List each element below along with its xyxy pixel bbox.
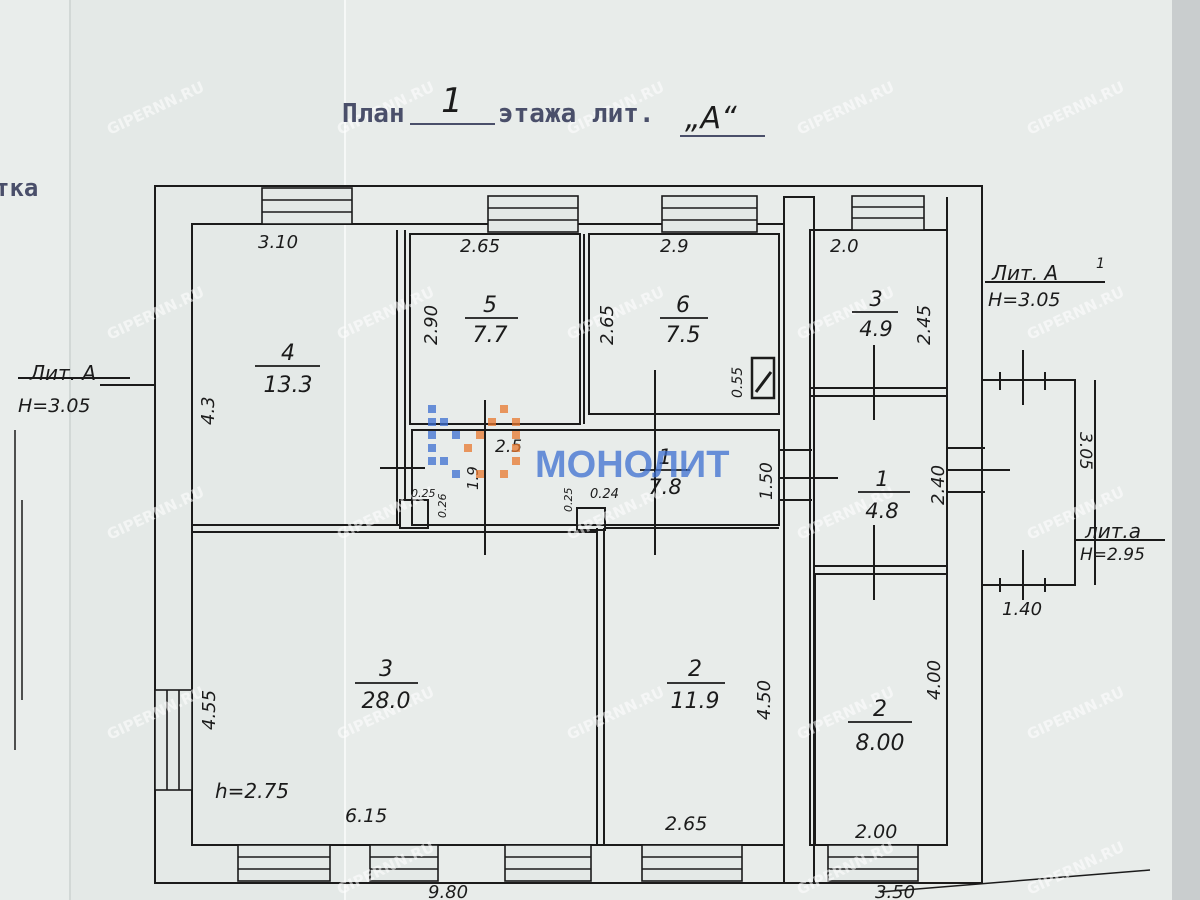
title-word-floor: этажа лит. [498,99,655,129]
title-floor-number: 1 [441,81,463,121]
dimension: 3.50 [875,882,915,900]
dimension: 2.9 [660,236,689,257]
room-1-corridor-label: 1 7.8 [640,445,690,499]
room-number: 2 [688,657,702,682]
dimension: 0.55 [730,367,746,398]
title-word-plan: План [342,99,405,129]
dimension: 0.24 [590,487,619,502]
dimension: 2.65 [460,236,500,257]
room-number: 3 [379,657,393,682]
title-liter: „A“ [685,101,737,136]
dimension: 2.00 [855,821,897,843]
paper-right-sheet [345,0,1175,900]
dimension: 6.15 [345,805,387,827]
logo-grid-icon [428,405,520,478]
room-area: 13.3 [264,373,313,398]
room-area: 7.8 [648,475,681,499]
room-area: 7.7 [473,323,508,348]
room-number: 2 [873,697,887,722]
side-stamp-fragment: тка [0,174,38,202]
dimension: 2.45 [914,305,935,345]
window-left [154,689,193,791]
window-top-3 [661,195,758,233]
window-top-4 [851,195,925,231]
dimension: 2.65 [665,813,707,835]
room-number: 5 [483,293,497,318]
interior-walls [14,230,1165,893]
room-6-label: 6 7.5 [660,293,708,348]
windows [154,187,925,882]
dimension: 3.10 [258,232,298,253]
dimension: 4.00 [924,660,945,700]
lit-a-small-height: H=2.95 [1080,545,1145,565]
room-5-label: 5 7.7 [465,293,518,348]
lit-a1: Лит. A [991,261,1058,285]
liter-labels: Лит. A H=3.05 Лит. A 1 H=3.05 лит.a H=2.… [18,256,1145,565]
room-area: 4.8 [865,499,898,523]
window-bottom-2 [369,844,439,882]
room-number: 1 [875,467,888,491]
room-3-large-label: 3 28.0 [355,657,418,714]
room-number: 4 [281,341,295,366]
room-2-mid-label: 2 11.9 [667,657,725,714]
window-bottom-1 [237,844,331,882]
lit-a-small: лит.a [1084,519,1141,543]
dimension: 4.55 [199,690,220,730]
room-number: 3 [869,287,882,311]
dimension: 3.05 [1075,432,1095,470]
room-3-right-label: 3 4.9 [852,287,898,341]
room-area: 7.5 [666,323,701,348]
room-number: 1 [658,445,671,469]
dimension-labels: 3.10 2.65 2.9 2.0 2.45 4.3 2.90 2.65 0.5… [198,232,1095,900]
dimension: 0.26 [436,494,449,519]
dimension: 1.9 [464,466,482,490]
dimension: 2.40 [928,465,949,505]
window-bottom-3 [504,844,592,882]
lit-a-left-height: H=3.05 [18,395,91,417]
window-bottom-5 [827,844,919,882]
room-number: 6 [676,293,690,318]
logo-watermark: МОНОЛИТ [428,405,729,486]
room-area: 4.9 [859,317,892,341]
dimension: 2.90 [421,305,442,345]
window-top-2 [487,195,579,233]
room-2-right-label: 2 8.00 [848,697,912,756]
logo-text: МОНОЛИТ [535,444,729,486]
room-labels: 4 13.3 5 7.7 6 7.5 3 4.9 1 [255,287,912,756]
lit-a1-height: H=3.05 [988,289,1061,311]
dimension: 4.50 [754,680,775,720]
room-area: 8.00 [856,731,905,756]
room-4-label: 4 13.3 [255,341,320,398]
window-top-1 [261,187,353,225]
dimension: 1.40 [1002,599,1042,620]
room-area: 11.9 [671,689,720,714]
window-bottom-4 [641,844,743,882]
background-fabric [1172,0,1200,900]
dimension: 2.65 [597,305,618,345]
dimension: 2.0 [830,236,859,257]
paper-left-sheet [0,0,70,900]
room-1-right-label: 1 4.8 [858,467,910,523]
lit-a1-superscript: 1 [1096,256,1105,272]
ceiling-height: h=2.75 [215,779,289,803]
dimension: 4.3 [198,396,219,425]
lit-a-left: Лит. A [29,361,96,385]
dimension: 0.25 [562,488,575,513]
title-stamp: План 1 этажа лит. „A“ тка [0,81,765,202]
room-area: 28.0 [362,689,411,714]
dimension: 1.50 [757,462,777,500]
dimension: 0.25 [411,487,436,500]
dimension: 9.80 [428,882,468,900]
